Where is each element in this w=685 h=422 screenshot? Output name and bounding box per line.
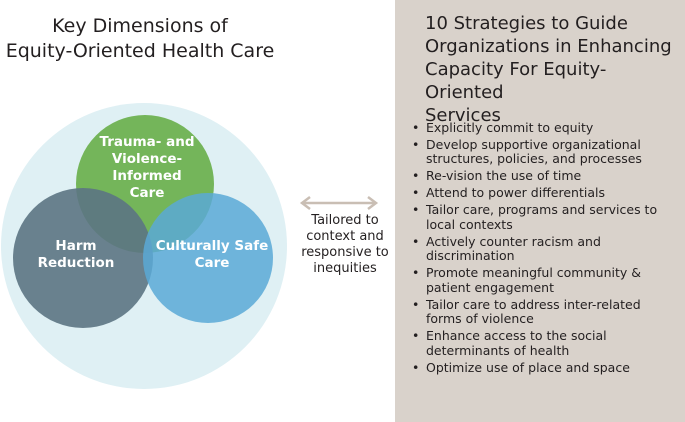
- strategy-item: • Optimize use of place and space: [412, 359, 682, 376]
- strategy-item-line: local contexts: [426, 216, 513, 232]
- bullet-icon: •: [412, 233, 420, 249]
- venn-diagram: [1, 103, 287, 389]
- strategy-item-line: patient engagement: [426, 279, 554, 295]
- bullet-icon: •: [412, 136, 420, 152]
- strategies-title-line: 10 Strategies to Guide: [425, 13, 628, 34]
- bullet-icon: •: [412, 120, 420, 135]
- bullet-icon: •: [412, 359, 420, 375]
- diagram-title-line: Key Dimensions of: [52, 15, 228, 37]
- bullet-icon: •: [412, 265, 420, 281]
- strategy-item-line: Explicitly commit to equity: [426, 120, 594, 135]
- bullet-icon: •: [412, 328, 420, 344]
- diagram-title: Key Dimensions of Equity-Oriented Health…: [0, 14, 280, 64]
- strategies-panel: [395, 0, 685, 422]
- strategy-item-line: Enhance access to the social: [426, 328, 607, 344]
- bullet-icon: •: [412, 168, 420, 184]
- strategy-item-line: structures, policies, and processes: [426, 151, 642, 167]
- culturally-safe-label-line: Culturally Safe: [155, 238, 269, 254]
- strategy-item-line: Attend to power differentials: [426, 185, 605, 201]
- strategy-item: • Actively counter racism and discrimina…: [412, 233, 682, 264]
- arrow-caption: Tailored to context and responsive to in…: [290, 213, 400, 277]
- bullet-icon: •: [412, 185, 420, 201]
- strategy-item-line: forms of violence: [426, 311, 534, 327]
- double-arrow-icon: [299, 196, 379, 210]
- strategy-item-line: Tailor care, programs and services to: [426, 202, 658, 218]
- strategy-item: • Tailor care, programs and services to …: [412, 203, 682, 232]
- strategy-item-line: Promote meaningful community &: [426, 265, 641, 281]
- strategy-item: • Tailor care to address inter-related f…: [412, 296, 682, 327]
- bullet-icon: •: [412, 202, 420, 218]
- strategies-title-line: Capacity For Equity-Oriented: [425, 59, 607, 103]
- strategy-item-line: Actively counter racism and: [426, 233, 601, 249]
- arrow-caption-line: Tailored to: [311, 213, 379, 228]
- bullet-icon: •: [412, 296, 420, 312]
- strategy-item-line: determinants of health: [426, 342, 570, 358]
- arrow-caption-line: context and: [306, 229, 384, 244]
- strategy-item: • Attend to power differentials: [412, 186, 682, 201]
- arrow-caption-line: inequities: [313, 261, 377, 276]
- strategy-item: • Explicitly commit to equity: [412, 120, 682, 136]
- strategy-item-line: discrimination: [426, 248, 515, 264]
- harm-reduction-label: Harm Reduction: [30, 238, 122, 272]
- arrow-caption-line: responsive to: [301, 245, 389, 260]
- strategy-item-line: Develop supportive organizational: [426, 136, 641, 152]
- strategy-item: • Develop supportive organizational stru…: [412, 136, 682, 167]
- trauma-informed-label-line: Trauma- and: [99, 134, 195, 150]
- strategies-title-line: Services: [425, 105, 501, 126]
- culturally-safe-circle: [143, 193, 273, 323]
- trauma-informed-label-line: Care: [129, 185, 165, 201]
- strategy-item-line: Optimize use of place and space: [426, 359, 630, 375]
- strategy-item: • Re-vision the use of time: [412, 169, 682, 184]
- culturally-safe-label: Culturally Safe Care: [152, 238, 272, 272]
- harm-reduction-circle: [13, 188, 153, 328]
- strategy-item: • Enhance access to the social determina…: [412, 328, 682, 358]
- diagram-title-line: Equity-Oriented Health Care: [5, 40, 275, 62]
- strategy-item-line: Tailor care to address inter-related: [426, 296, 641, 312]
- strategies-list: • Explicitly commit to equity • Develop …: [412, 120, 682, 377]
- harm-reduction-label-line: Harm: [55, 238, 97, 254]
- trauma-informed-label: Trauma- and Violence-Informed Care: [85, 134, 209, 202]
- strategy-item-line: Re-vision the use of time: [426, 168, 582, 184]
- strategies-title-line: Organizations in Enhancing: [425, 36, 672, 57]
- strategies-title: 10 Strategies to Guide Organizations in …: [425, 12, 680, 127]
- harm-reduction-label-line: Reduction: [37, 255, 115, 271]
- strategy-item: • Promote meaningful community & patient…: [412, 266, 682, 295]
- trauma-informed-label-line: Violence-Informed: [111, 151, 183, 184]
- culturally-safe-label-line: Care: [194, 255, 230, 271]
